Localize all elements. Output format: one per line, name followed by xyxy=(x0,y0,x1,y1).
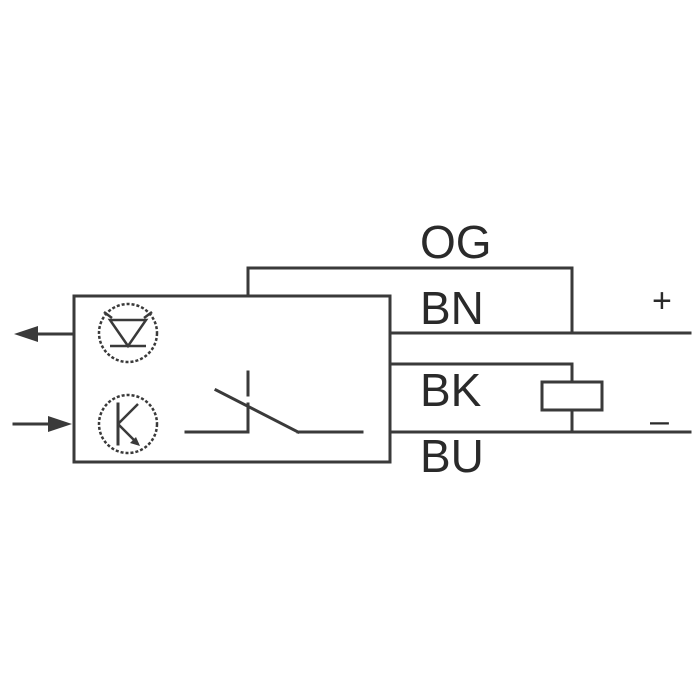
label-bn: BN xyxy=(420,282,484,334)
sensor-housing xyxy=(72,294,392,464)
wire-bk xyxy=(388,362,574,384)
normally-closed-switch-icon xyxy=(184,370,364,435)
load-resistor-icon xyxy=(540,380,604,412)
label-bu: BU xyxy=(420,430,484,482)
wire-og xyxy=(246,266,574,335)
positive-terminal-sign: + xyxy=(652,282,672,320)
light-emitter-icon xyxy=(97,302,159,364)
label-bk: BK xyxy=(420,364,482,416)
output-arrow-icon xyxy=(14,326,76,342)
light-receiver-icon xyxy=(97,393,159,455)
label-og: OG xyxy=(420,216,492,268)
input-arrow-icon xyxy=(12,416,72,432)
negative-terminal-sign: – xyxy=(650,402,669,440)
